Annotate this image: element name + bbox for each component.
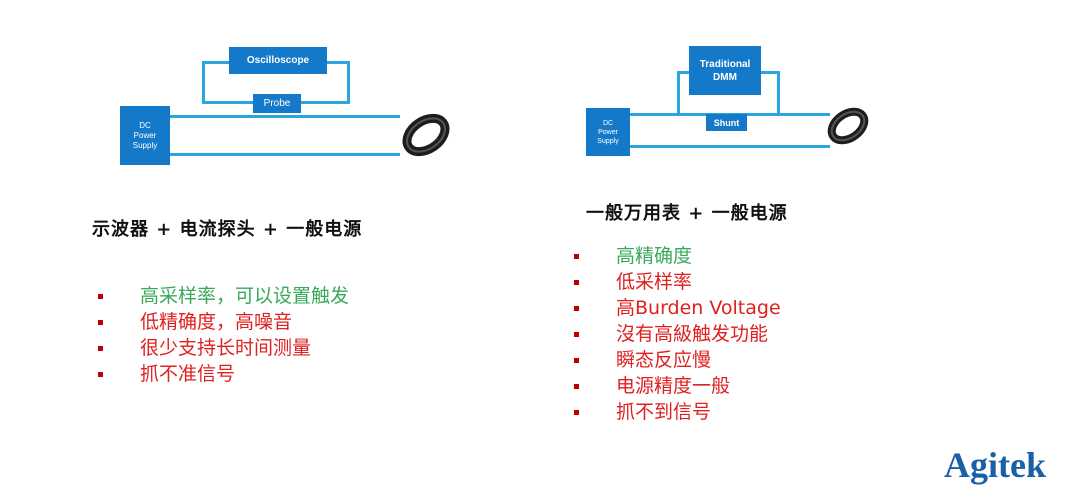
dc-power-supply-box: DC Power Supply — [586, 108, 630, 156]
list-item: 低采样率 — [574, 269, 781, 295]
wire — [777, 71, 780, 116]
bullet-icon — [574, 384, 579, 389]
dc-power-supply-label: DC Power Supply — [132, 120, 158, 150]
oscilloscope-box: Oscilloscope — [229, 47, 327, 74]
traditional-dmm-label: Traditional DMM — [699, 58, 751, 83]
agitek-logo: Agitek — [944, 445, 1046, 485]
probe-label: Probe — [263, 98, 291, 109]
list-item: 低精确度，高噪音 — [98, 309, 349, 335]
list-item: 高精确度 — [574, 243, 781, 269]
wire — [677, 71, 691, 74]
list-item: 高Burden Voltage — [574, 295, 781, 321]
wire — [347, 61, 350, 104]
list-item: 高采样率，可以设置触发 — [98, 283, 349, 309]
list-item: 沒有高級触发功能 — [574, 321, 781, 347]
wire — [170, 153, 400, 156]
oscilloscope-feature-list: 高采样率，可以设置触发 低精确度，高噪音 很少支持长时间测量 抓不准信号 — [98, 283, 349, 387]
shunt-box: Shunt — [706, 114, 747, 131]
dmm-feature-list: 高精确度 低采样率 高Burden Voltage 沒有高級触发功能 瞬态反应慢… — [574, 243, 781, 425]
bullet-icon — [574, 358, 579, 363]
oscilloscope-label: Oscilloscope — [246, 55, 310, 66]
dc-power-supply-label: DC Power Supply — [597, 119, 619, 145]
device-icon — [827, 107, 869, 145]
traditional-dmm-box: Traditional DMM — [689, 46, 761, 95]
shunt-label: Shunt — [713, 117, 740, 128]
list-item: 电源精度一般 — [574, 373, 781, 399]
list-item: 抓不准信号 — [98, 361, 349, 387]
bullet-icon — [574, 306, 579, 311]
bullet-icon — [98, 372, 103, 377]
list-item: 瞬态反应慢 — [574, 347, 781, 373]
wire — [677, 71, 680, 116]
device-icon — [402, 113, 450, 157]
bullet-icon — [98, 294, 103, 299]
bullet-icon — [98, 346, 103, 351]
wire — [758, 71, 780, 74]
list-item: 抓不到信号 — [574, 399, 781, 425]
bullet-icon — [574, 410, 579, 415]
list-item: 很少支持长时间测量 — [98, 335, 349, 361]
wire — [202, 61, 205, 104]
bullet-icon — [574, 254, 579, 259]
probe-box: Probe — [253, 94, 301, 113]
bullet-icon — [574, 280, 579, 285]
wire — [630, 145, 830, 148]
bullet-icon — [98, 320, 103, 325]
bullet-icon — [574, 332, 579, 337]
dmm-setup-title: 一般万用表 + 一般电源 — [586, 203, 788, 224]
dc-power-supply-box: DC Power Supply — [120, 106, 170, 165]
wire — [170, 115, 400, 118]
oscilloscope-setup-title: 示波器 + 电流探头 + 一般电源 — [92, 219, 363, 240]
